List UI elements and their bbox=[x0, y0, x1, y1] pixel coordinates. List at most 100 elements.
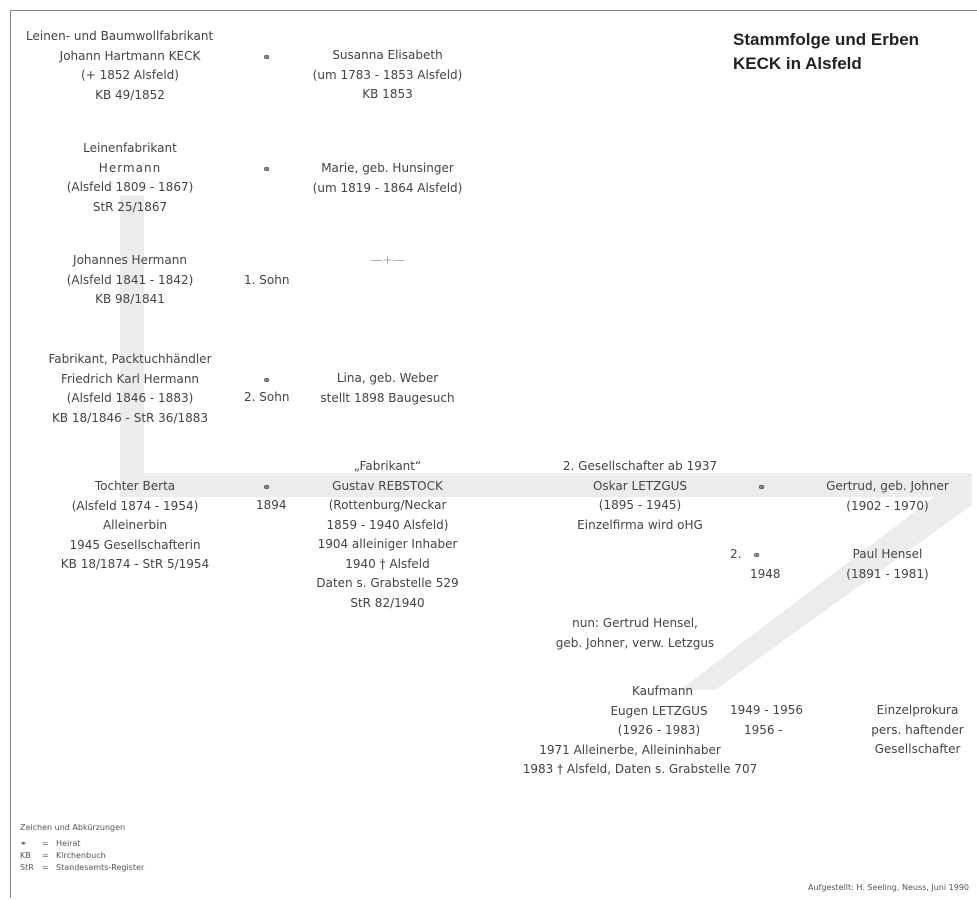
oskar-name: Oskar LETZGUS bbox=[592, 478, 688, 493]
paul-name: Paul Hensel bbox=[852, 547, 923, 561]
berta-dates: (Alsfeld 1874 - 1954) bbox=[71, 498, 199, 513]
marriage-rings-icon: ⚭ bbox=[262, 374, 271, 387]
gen2-spouse-name: Marie, geb. Hunsinger bbox=[321, 161, 454, 175]
gen2-person: Leinenfabrikant Hermann (Alsfeld 1809 - … bbox=[50, 139, 210, 217]
marriage-rings-icon: ⚭ bbox=[262, 481, 271, 494]
gen1-spouse-dates: (um 1783 - 1853 Alsfeld) bbox=[312, 67, 463, 82]
eugen-roles: Einzelprokura pers. haftender Gesellscha… bbox=[865, 701, 970, 760]
gustav-grave: Daten s. Grabstelle 529 bbox=[316, 576, 459, 590]
legend-abbr: KB bbox=[20, 851, 31, 860]
paul-person: Paul Hensel (1891 - 1981) bbox=[815, 545, 960, 584]
gen2-occupation: Leinenfabrikant bbox=[83, 141, 177, 155]
marriage-rings-icon: ⚭ bbox=[752, 549, 761, 562]
berta-role: Alleinerbin bbox=[102, 518, 168, 532]
second-marriage-year: 1948 bbox=[750, 567, 781, 581]
lineage-band-vertical bbox=[120, 195, 144, 485]
chart-title: Stammfolge und Erben KECK in Alsfeld bbox=[733, 28, 919, 76]
gustav-dates: 1859 - 1940 Alsfeld) bbox=[326, 517, 449, 532]
gen2-record: StR 25/1867 bbox=[92, 199, 168, 214]
gen3b-dates: (Alsfeld 1846 - 1883) bbox=[66, 391, 194, 405]
legend-desc: Kirchenbuch bbox=[56, 851, 106, 860]
legend-abbr: StR bbox=[20, 863, 34, 872]
gen2-spouse: Marie, geb. Hunsinger (um 1819 - 1864 Al… bbox=[300, 159, 475, 198]
gen1-record: KB 49/1852 bbox=[95, 87, 165, 102]
legend-heading: Zeichen und Abkürzungen bbox=[20, 823, 126, 832]
gustav-role: 1904 alleiniger Inhaber bbox=[317, 537, 458, 551]
oskar-dates: (1895 - 1945) bbox=[598, 498, 682, 512]
chart-frame bbox=[10, 10, 977, 898]
gen3b-spouse-note: stellt 1898 Baugesuch bbox=[320, 390, 455, 405]
berta-name: Tochter Berta bbox=[94, 479, 176, 493]
berta-person: Tochter Berta (Alsfeld 1874 - 1954) Alle… bbox=[20, 477, 250, 575]
gertrud-now: nun: Gertrud Hensel, geb. Johner, verw. … bbox=[520, 614, 750, 653]
gustav-person: „Fabrikant“ Gustav REBSTOCK (Rottenburg/… bbox=[300, 457, 475, 613]
eugen-role-1: Einzelprokura bbox=[876, 703, 959, 717]
gen3b-son-label: 2. Sohn bbox=[244, 390, 290, 404]
gen3b-spouse-name: Lina, geb. Weber bbox=[336, 371, 439, 385]
paul-dates: (1891 - 1981) bbox=[846, 566, 929, 581]
eugen-role-2: pers. haftender bbox=[871, 722, 964, 737]
marriage-rings-icon: ⚭ bbox=[262, 163, 271, 176]
gen3b-spouse: Lina, geb. Weber stellt 1898 Baugesuch bbox=[300, 369, 475, 408]
gertrud-name: Gertrud, geb. Johner bbox=[826, 479, 949, 493]
gen3a-dates: (Alsfeld 1841 - 1842) bbox=[66, 272, 194, 287]
legend: Zeichen und Abkürzungen ⚭=Heirat KB=Kirc… bbox=[20, 822, 144, 874]
gen1-spouse: Susanna Elisabeth (um 1783 - 1853 Alsfel… bbox=[300, 46, 475, 105]
oskar-role: 2. Gesellschafter ab 1937 bbox=[562, 459, 718, 473]
gertrud-person: Gertrud, geb. Johner (1902 - 1970) bbox=[800, 477, 975, 516]
second-marriage-label: 2. bbox=[730, 547, 742, 561]
gen3a-no-spouse: —+— bbox=[370, 253, 405, 267]
oskar-note: Einzelfirma wird oHG bbox=[577, 517, 703, 532]
gen3a-person: Johannes Hermann (Alsfeld 1841 - 1842) K… bbox=[50, 251, 210, 310]
gustav-birthplace: (Rottenburg/Neckar bbox=[328, 498, 447, 512]
gen3a-name: Johannes Hermann bbox=[73, 253, 187, 267]
lineage-band-horizontal bbox=[120, 473, 972, 497]
gen3a-record: KB 98/1841 bbox=[95, 292, 165, 306]
eugen-role: 1971 Alleinerbe, Alleininhaber bbox=[539, 742, 721, 757]
gertrud-dates: (1902 - 1970) bbox=[846, 498, 929, 513]
title-line-1: Stammfolge und Erben bbox=[733, 30, 920, 49]
eugen-person: Kaufmann Eugen LETZGUS (1926 - 1983) 197… bbox=[490, 682, 790, 780]
legend-item: ⚭=Heirat bbox=[20, 839, 81, 848]
now-detail: geb. Johner, verw. Letzgus bbox=[555, 635, 715, 650]
eugen-years-1: 1949 - 1956 bbox=[730, 703, 804, 717]
gen3b-record: KB 18/1846 - StR 36/1883 bbox=[51, 410, 209, 425]
gen1-occupation: Leinen- und Baumwollfabrikant bbox=[26, 29, 214, 43]
gen3b-name: Friedrich Karl Hermann bbox=[60, 371, 200, 386]
gen2-name: Hermann bbox=[98, 160, 162, 175]
gen1-name: Johann Hartmann KECK bbox=[59, 48, 201, 63]
gustav-death: 1940 † Alsfeld bbox=[345, 556, 430, 571]
berta-marriage-year: 1894 bbox=[256, 498, 287, 512]
gustav-title: „Fabrikant“ bbox=[353, 459, 422, 473]
eugen-years: 1949 - 1956 1956 - bbox=[730, 701, 803, 740]
gen2-spouse-dates: (um 1819 - 1864 Alsfeld) bbox=[312, 180, 463, 195]
now-name: nun: Gertrud Hensel, bbox=[572, 616, 698, 630]
marriage-rings-icon: ⚭ bbox=[262, 51, 271, 64]
eugen-dates: (1926 - 1983) bbox=[617, 723, 701, 737]
gen1-dates: (+ 1852 Alsfeld) bbox=[81, 68, 179, 82]
oskar-person: 2. Gesellschafter ab 1937 Oskar LETZGUS … bbox=[540, 457, 740, 535]
gen1-person: Leinen- und Baumwollfabrikant Johann Har… bbox=[20, 27, 240, 105]
legend-desc: Heirat bbox=[56, 839, 81, 848]
gen1-spouse-name: Susanna Elisabeth bbox=[332, 48, 443, 62]
gen2-dates: (Alsfeld 1809 - 1867) bbox=[66, 180, 194, 194]
gustav-name: Gustav REBSTOCK bbox=[332, 478, 443, 493]
marriage-rings-icon: ⚭ bbox=[757, 481, 766, 494]
eugen-death: 1983 † Alsfeld, Daten s. Grabstelle 707 bbox=[522, 762, 758, 776]
eugen-occupation: Kaufmann bbox=[631, 684, 694, 698]
berta-role-2: 1945 Gesellschafterin bbox=[69, 537, 201, 552]
legend-desc: Standesamts-Register bbox=[56, 863, 145, 872]
berta-record: KB 18/1874 - StR 5/1954 bbox=[60, 557, 210, 571]
credit-line: Aufgestellt: H. Seeling, Neuss, Juni 199… bbox=[808, 883, 969, 892]
legend-item: StR=Standesamts-Register bbox=[20, 863, 145, 872]
gustav-record: StR 82/1940 bbox=[350, 595, 425, 610]
gen1-spouse-record: KB 1853 bbox=[362, 87, 413, 101]
eugen-role-3: Gesellschafter bbox=[874, 742, 961, 756]
marriage-rings-icon: ⚭ bbox=[20, 839, 27, 848]
eugen-years-2: 1956 - bbox=[744, 722, 783, 737]
legend-item: KB=Kirchenbuch bbox=[20, 851, 106, 860]
gen3b-occupation: Fabrikant, Packtuchhändler bbox=[48, 352, 212, 366]
gen3a-son-label: 1. Sohn bbox=[244, 273, 290, 287]
title-line-2: KECK in Alsfeld bbox=[733, 54, 862, 73]
